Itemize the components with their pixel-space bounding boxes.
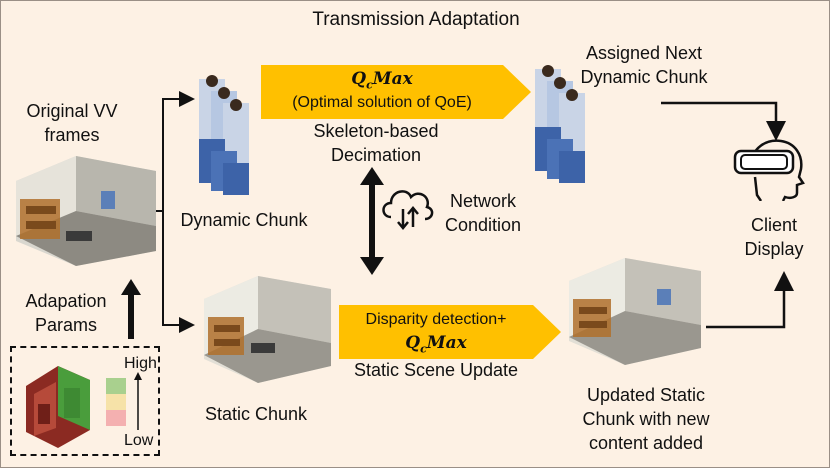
static-chunk-label: Static Chunk — [204, 404, 308, 424]
voxel-model-image — [26, 366, 90, 448]
adaptation-legend: High Low — [10, 346, 160, 456]
updated-static-image — [561, 253, 701, 368]
dynamic-chunk-label: Dynamic Chunk — [180, 210, 308, 230]
vr-headset-head-icon — [733, 137, 807, 202]
network-condition-label: Network Condition — [444, 191, 522, 235]
client-display-label: Client Display — [744, 215, 804, 259]
split-line — [153, 91, 195, 212]
qc-max-arrow: QcMax (Optimal solution of QoE) — [261, 65, 531, 119]
assigned-to-client-line — [661, 101, 786, 141]
legend-high-label: High — [124, 355, 157, 372]
disparity-formula: QcMax — [405, 333, 467, 356]
cloud-network-icon — [379, 179, 435, 231]
legend-swatch-high — [106, 378, 126, 394]
legend-low-label: Low — [124, 432, 154, 449]
disparity-caption: Disparity detection+ — [365, 311, 507, 328]
legend-swatch-mid — [106, 394, 126, 410]
updated-static-label: Updated Static Chunk with new content ad… — [582, 385, 710, 453]
static-chunk-image — [196, 271, 331, 386]
dynamic-chunk-image — [193, 73, 263, 198]
legend-up-arrow — [134, 372, 142, 430]
qc-max-formula: QcMax — [351, 69, 413, 92]
qoe-caption: (Optimal solution of QoE) — [292, 94, 472, 111]
diagram-title: Transmission Adaptation — [312, 9, 520, 30]
static-scene-update-label: Static Scene Update — [353, 360, 519, 380]
skeleton-decimation-label: Skeleton-based Decimation — [313, 121, 439, 165]
adaptation-params-label: Adapation Params — [25, 291, 107, 335]
legend-swatch-low — [106, 410, 126, 426]
assigned-next-label: Assigned Next Dynamic Chunk — [580, 43, 708, 87]
disparity-arrow: Disparity detection+ QcMax — [339, 305, 561, 359]
assigned-next-image — [529, 61, 601, 186]
split-line-lower — [162, 211, 195, 333]
original-frames-image — [6, 151, 156, 266]
original-frames-label: Original VV frames — [26, 101, 118, 145]
updated-to-client-line — [706, 271, 794, 329]
